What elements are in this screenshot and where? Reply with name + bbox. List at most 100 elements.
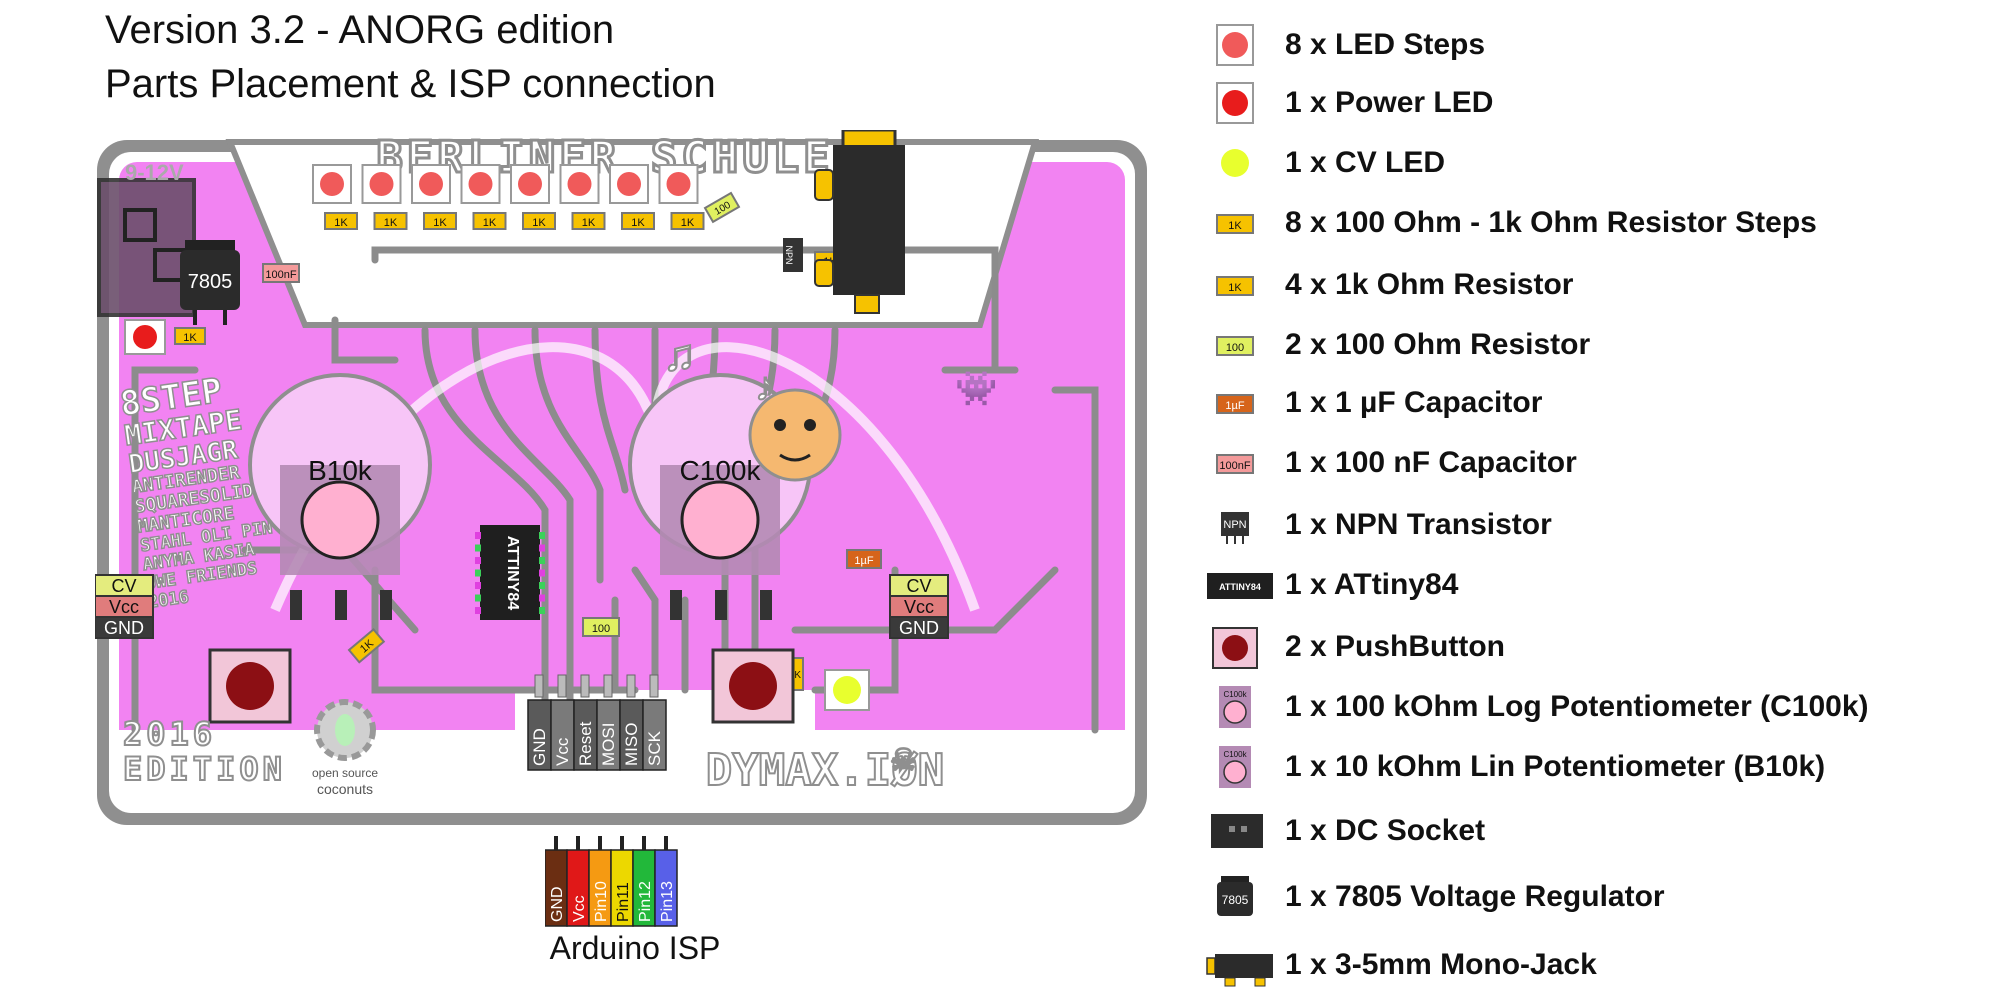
step-resistor bbox=[472, 212, 507, 230]
svg-text:100nF: 100nF bbox=[1219, 460, 1250, 472]
legend-label: 2 x 100 Ohm Resistor bbox=[1285, 328, 1591, 361]
svg-text:ATTINY84: ATTINY84 bbox=[504, 536, 521, 610]
legend-label: 8 x 100 Ohm - 1k Ohm Resistor Steps bbox=[1285, 206, 1817, 239]
legend-label: 1 x ATtiny84 bbox=[1285, 568, 1459, 601]
cv-led-icon bbox=[1205, 138, 1277, 188]
resistor-1k-button: 1K bbox=[347, 628, 386, 664]
step-led bbox=[609, 164, 649, 204]
open-source-logo: open source coconuts bbox=[312, 699, 378, 797]
cv-header-pin bbox=[889, 616, 949, 639]
cv-led bbox=[824, 669, 870, 711]
cv-header-pin bbox=[95, 616, 154, 639]
arduino-pin-label: Vcc bbox=[571, 895, 588, 922]
arduino-pin-label: GND bbox=[549, 886, 566, 922]
isp-pin-label: MISO bbox=[622, 723, 641, 766]
step-resistor bbox=[423, 212, 457, 230]
legend-label: 1 x 100 nF Capacitor bbox=[1285, 446, 1577, 479]
pushbutton-left[interactable] bbox=[208, 648, 292, 724]
skull-icon: ☠ bbox=[890, 744, 917, 777]
legend-label: 1 x CV LED bbox=[1285, 146, 1446, 179]
subtitle: Parts Placement & ISP connection bbox=[105, 62, 716, 106]
resistor-1k-icon: 1K bbox=[1205, 260, 1277, 310]
space-invader-icon: 👾 bbox=[955, 370, 997, 408]
legend-label: 1 x NPN Transistor bbox=[1285, 508, 1552, 541]
legend-row: 8 x LED Steps bbox=[1205, 20, 1995, 70]
isp-pin-label: SCK bbox=[645, 730, 664, 766]
legend-label: 8 x LED Steps bbox=[1285, 28, 1486, 61]
capacitor-1uf-icon: 1µF bbox=[1205, 378, 1277, 428]
svg-text:1K: 1K bbox=[1228, 282, 1242, 294]
potentiometer-b10k-icon: C100k bbox=[1205, 742, 1277, 792]
pushbutton-right[interactable] bbox=[711, 648, 795, 724]
tiger-icon bbox=[748, 388, 842, 482]
svg-text:100nF: 100nF bbox=[265, 269, 296, 281]
svg-text:1µF: 1µF bbox=[1225, 400, 1244, 412]
capacitor-100nf: 100nF bbox=[262, 263, 300, 283]
potentiometer-b10k: B10k bbox=[248, 373, 432, 620]
step-resistor bbox=[571, 212, 606, 230]
capacitor-1uf: 1µF bbox=[846, 549, 882, 569]
npn-transistor-icon: NPN bbox=[1205, 500, 1277, 550]
svg-text:100: 100 bbox=[592, 623, 610, 635]
step-resistor-label: 1K bbox=[681, 217, 695, 229]
svg-text:open source: open source bbox=[312, 766, 378, 780]
legend-row: 1 x CV LED bbox=[1205, 138, 1995, 188]
dc-socket: 9-12V bbox=[97, 160, 196, 317]
legend-row: 1 x 3-5mm Mono-Jack bbox=[1205, 940, 1995, 990]
svg-text:NPN: NPN bbox=[784, 245, 794, 264]
step-resistor-label: 1K bbox=[532, 217, 546, 229]
version-title: Version 3.2 - ANORG edition bbox=[105, 8, 615, 52]
svg-text:NPN: NPN bbox=[1223, 519, 1246, 531]
side-credits: 8STEPMIXTAPEDUSJAGRANTIRENDERSQUARESOLID… bbox=[117, 370, 274, 614]
legend-row: 1 x DC Socket bbox=[1205, 806, 1995, 856]
step-resistor-label: 1K bbox=[433, 217, 447, 229]
legend-label: 1 x 3-5mm Mono-Jack bbox=[1285, 948, 1597, 981]
legend-row: NPN 1 x NPN Transistor bbox=[1205, 500, 1995, 550]
mono-jack bbox=[814, 130, 905, 314]
svg-text:7805: 7805 bbox=[188, 271, 233, 293]
arduino-pin-label: Pin10 bbox=[593, 881, 610, 922]
legend-label: 1 x DC Socket bbox=[1285, 814, 1486, 847]
cv-header-label: Vcc bbox=[109, 597, 139, 617]
attiny84-chip: ATTINY84 bbox=[475, 525, 545, 620]
cv-header-label: GND bbox=[899, 618, 939, 638]
resistor-100-top: 100 bbox=[703, 191, 741, 224]
svg-text:C100k: C100k bbox=[1223, 750, 1247, 759]
svg-text:B10k: B10k bbox=[308, 455, 373, 486]
brand-logo: DYMAX.IØN bbox=[706, 745, 944, 796]
resistor-100-icon: 100 bbox=[1205, 320, 1277, 370]
svg-text:1K: 1K bbox=[1228, 220, 1242, 232]
music-note-icon: ♪ bbox=[755, 365, 775, 409]
svg-text:1µF: 1µF bbox=[854, 555, 873, 567]
svg-text:C100k: C100k bbox=[680, 455, 762, 486]
step-resistor-label: 1K bbox=[384, 217, 398, 229]
cv-header-label: GND bbox=[104, 618, 144, 638]
power-led-icon bbox=[1205, 78, 1277, 128]
legend-label: 1 x 10 kOhm Lin Potentiometer (B10k) bbox=[1285, 750, 1826, 783]
mono-jack-icon bbox=[1205, 940, 1277, 990]
step-resistor bbox=[670, 212, 705, 230]
legend-row: 1 x Power LED bbox=[1205, 78, 1995, 128]
svg-text:1K: 1K bbox=[789, 670, 802, 681]
arduino-pin-label: Pin12 bbox=[637, 881, 654, 922]
voltage-regulator-icon: 7805 bbox=[1205, 872, 1277, 922]
legend-row: 2 x PushButton bbox=[1205, 622, 1995, 672]
step-resistor-label: 1K bbox=[334, 217, 348, 229]
led-steps-icon bbox=[1205, 20, 1277, 70]
svg-text:coconuts: coconuts bbox=[317, 781, 373, 797]
cv-header-label: Vcc bbox=[904, 597, 934, 617]
step-resistor-label: 1K bbox=[631, 217, 645, 229]
isp-pin-label: Vcc bbox=[553, 737, 572, 766]
svg-text:EDITION: EDITION bbox=[123, 750, 286, 788]
